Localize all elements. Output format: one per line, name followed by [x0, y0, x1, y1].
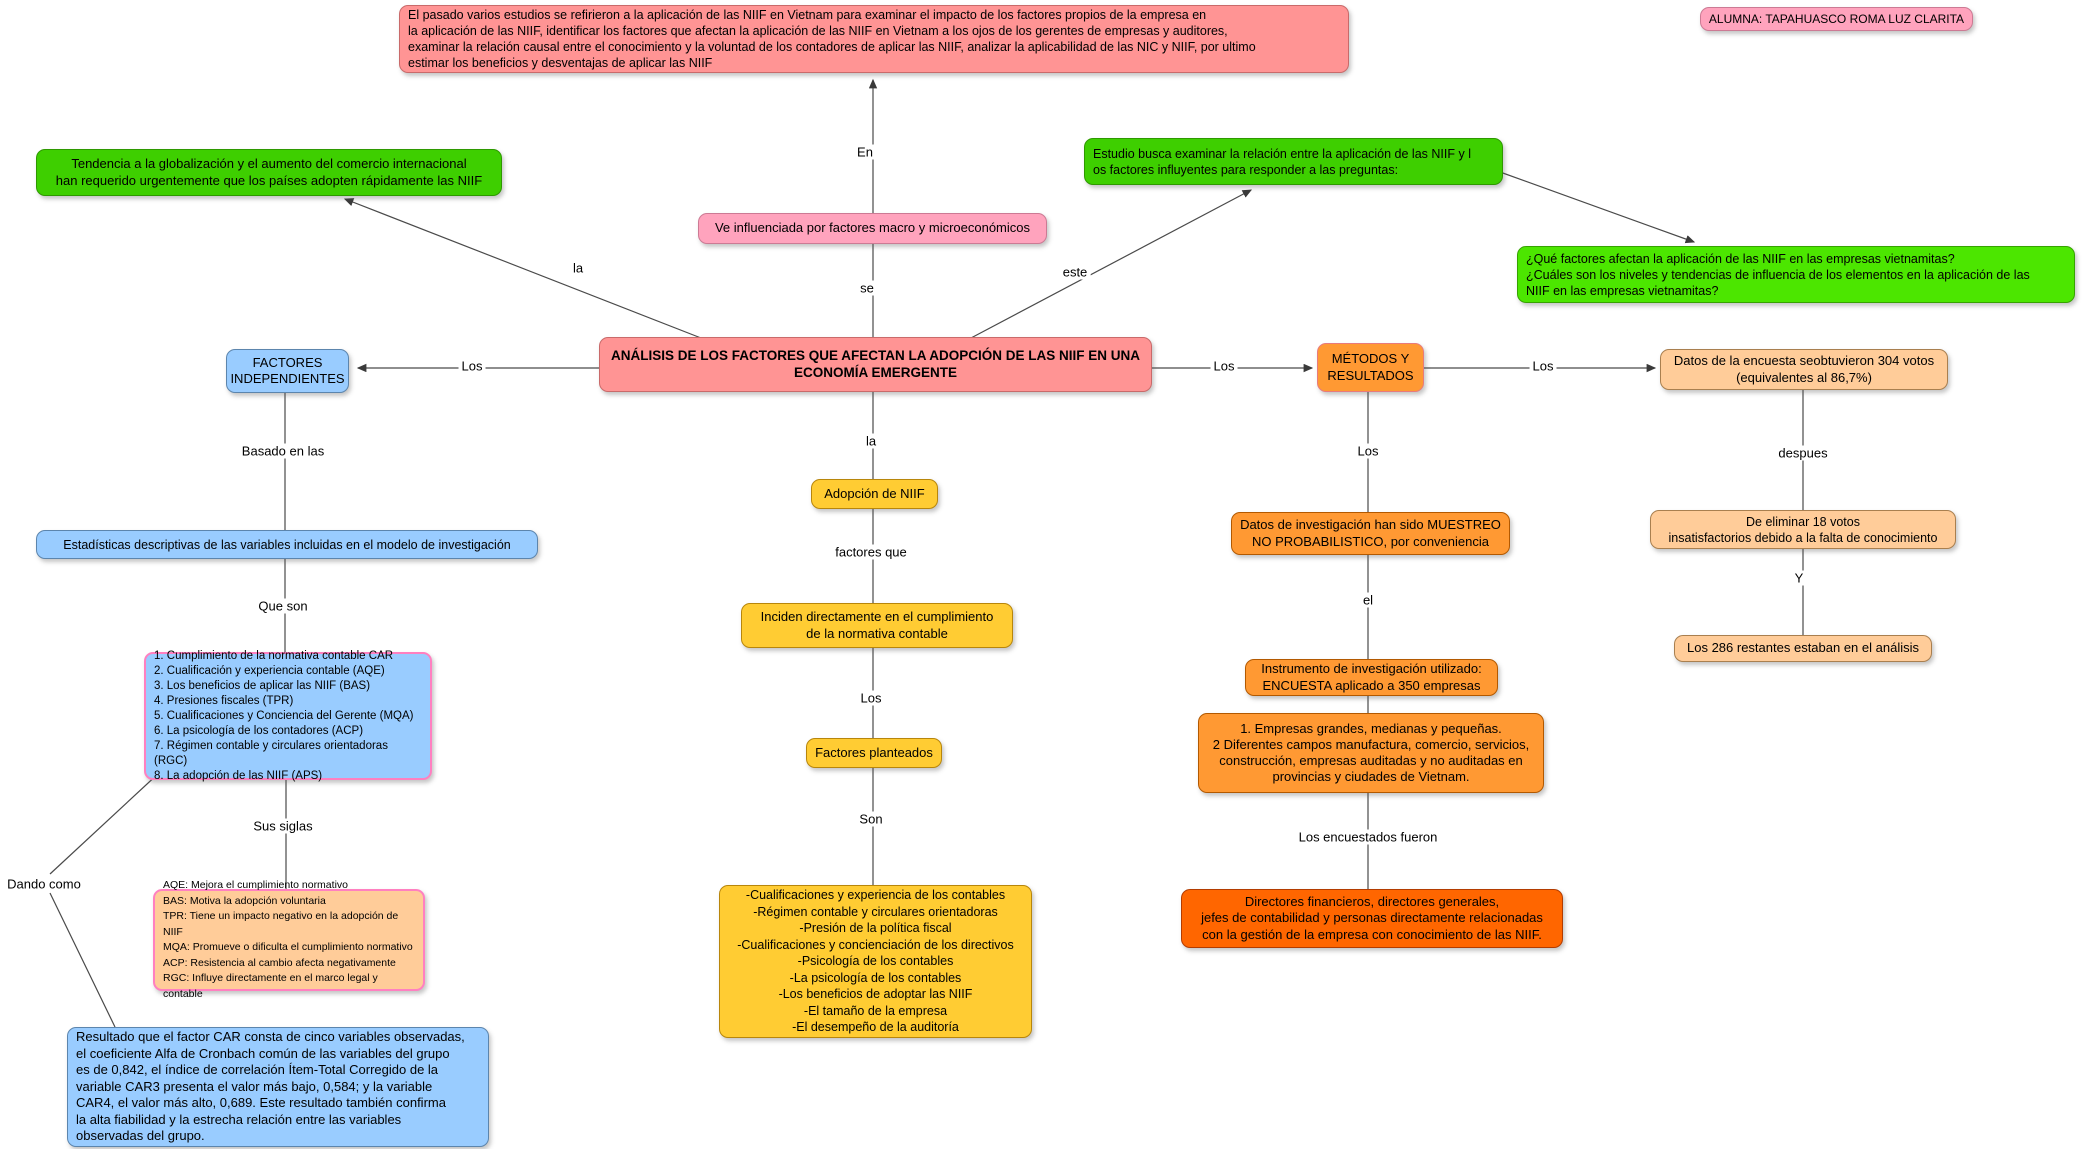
link-label-sus-siglas[interactable]: Sus siglas	[250, 818, 316, 834]
link-label-el[interactable]: el	[1359, 592, 1377, 608]
node-globalizacion[interactable]: Tendencia a la globalización y el aument…	[36, 149, 502, 196]
link-label-y[interactable]: Y	[1791, 570, 1807, 586]
node-metodos-resultados[interactable]: MÉTODOS Y RESULTADOS	[1317, 343, 1424, 392]
link-label-los-centro[interactable]: Los	[857, 690, 885, 706]
node-antecedentes[interactable]: El pasado varios estudios se refirieron …	[399, 5, 1349, 73]
connector-main-objetivo	[970, 189, 1253, 339]
link-label-la-centro[interactable]: la	[862, 433, 880, 449]
link-label-son[interactable]: Son	[856, 811, 886, 827]
node-titulo-principal[interactable]: ANÁLISIS DE LOS FACTORES QUE AFECTAN LA …	[599, 337, 1152, 392]
node-instrumento-encuesta[interactable]: Instrumento de investigación utilizado: …	[1245, 659, 1498, 696]
connector-dando-resultado	[49, 892, 116, 1028]
connector-lista-dando	[49, 771, 161, 875]
node-muestreo[interactable]: Datos de investigación han sido MUESTREO…	[1231, 512, 1510, 555]
node-siglas[interactable]: AQE: Mejora el cumplimiento normativo BA…	[153, 879, 425, 1000]
node-factores-independientes[interactable]: FACTORES INDEPENDIENTES	[226, 349, 349, 393]
connector-main-globalizacion	[343, 198, 702, 339]
node-adopcion-niif[interactable]: Adopción de NIIF	[811, 479, 938, 509]
node-factores-planteados[interactable]: Factores planteados	[806, 738, 942, 768]
node-alumna[interactable]: ALUMNA: TAPAHUASCO ROMA LUZ CLARITA	[1700, 7, 1973, 31]
link-label-este[interactable]: este	[1059, 264, 1091, 280]
node-eliminacion-votos[interactable]: De eliminar 18 votos insatisfactorios de…	[1650, 510, 1956, 549]
link-label-en[interactable]: En	[854, 144, 876, 160]
link-label-despues[interactable]: despues	[1775, 445, 1831, 461]
link-label-se[interactable]: se	[857, 280, 877, 296]
node-datos-encuesta[interactable]: Datos de la encuesta seobtuvieron 304 vo…	[1660, 349, 1948, 390]
node-resultado-car[interactable]: Resultado que el factor CAR consta de ci…	[67, 1027, 489, 1147]
node-factores-detalle[interactable]: -Cualificaciones y experiencia de los co…	[719, 885, 1032, 1038]
link-label-factores-que[interactable]: factores que	[832, 544, 910, 560]
link-label-encuestados-fueron[interactable]: Los encuestados fueron	[1295, 829, 1441, 845]
link-label-la-izquierda[interactable]: la	[569, 260, 587, 276]
link-label-dando-como[interactable]: Dando como	[4, 876, 84, 892]
link-label-los-derecha-1[interactable]: Los	[1210, 358, 1238, 374]
link-label-los-derecha-2[interactable]: Los	[1529, 358, 1557, 374]
node-lista-factores[interactable]: 1. Cumplimiento de la normativa contable…	[144, 650, 432, 782]
node-tipos-empresas[interactable]: 1. Empresas grandes, medianas y pequeñas…	[1198, 713, 1544, 793]
link-label-los-metodos[interactable]: Los	[1354, 443, 1382, 459]
node-preguntas-investigacion[interactable]: ¿Qué factores afectan la aplicación de l…	[1517, 246, 2075, 303]
node-estadisticas-descriptivas[interactable]: Estadísticas descriptivas de las variabl…	[36, 530, 538, 559]
node-objetivo-estudio[interactable]: Estudio busca examinar la relación entre…	[1084, 138, 1503, 185]
link-label-los-izquierda[interactable]: Los	[458, 358, 486, 374]
node-restantes-analisis[interactable]: Los 286 restantes estaban en el análisis	[1674, 635, 1932, 662]
link-label-que-son[interactable]: Que son	[255, 598, 311, 614]
node-inciden-cumplimiento[interactable]: Inciden directamente en el cumplimiento …	[741, 603, 1013, 648]
node-influencia-factores[interactable]: Ve influenciada por factores macro y mic…	[698, 213, 1047, 244]
link-label-basado-en-las[interactable]: Basado en las	[238, 443, 328, 459]
node-encuestados[interactable]: Directores financieros, directores gener…	[1181, 889, 1563, 948]
connector-objetivo-preguntas	[1499, 171, 1696, 244]
